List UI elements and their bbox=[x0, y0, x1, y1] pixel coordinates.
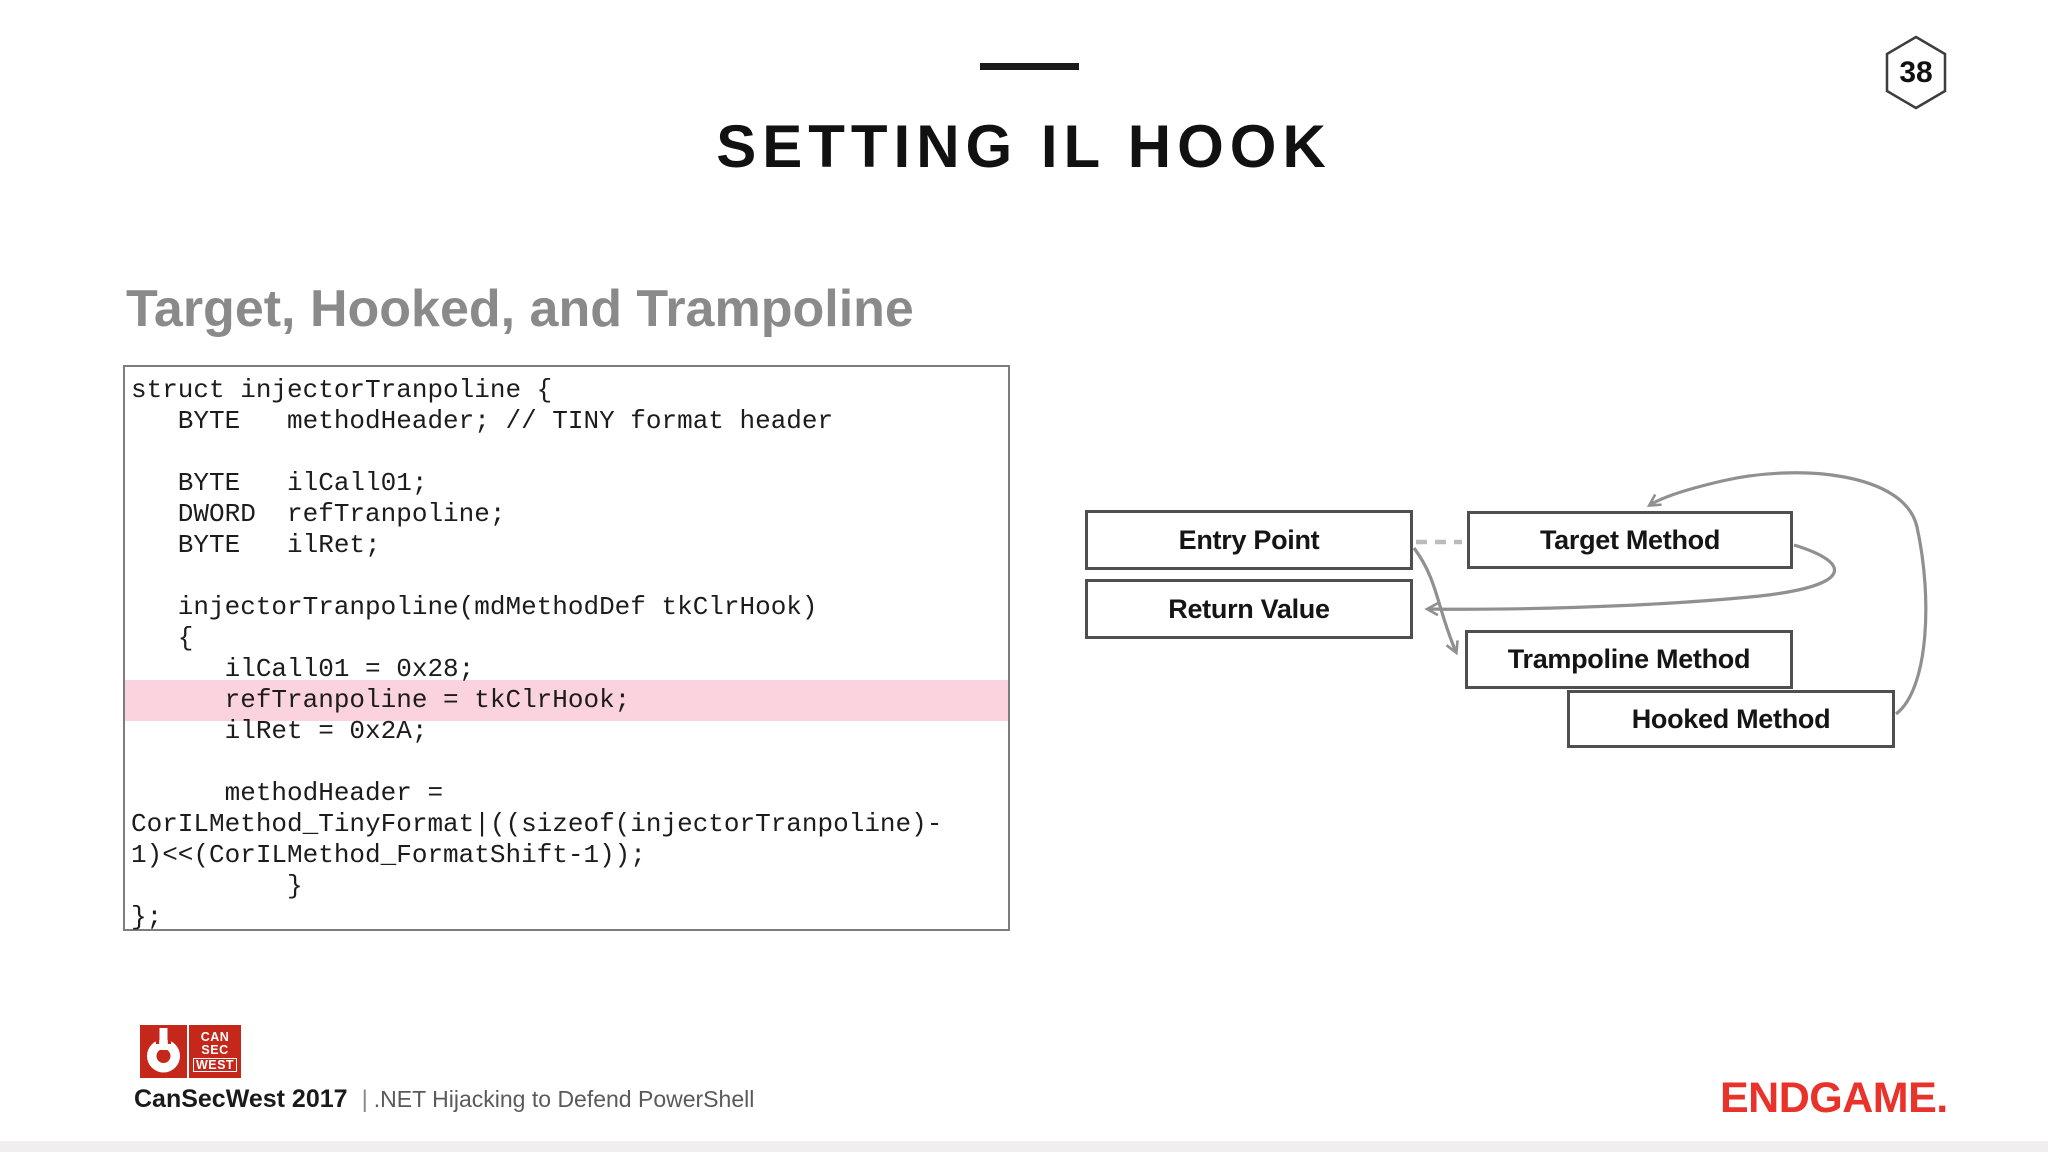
slide-title: SETTING IL HOOK bbox=[716, 113, 1332, 180]
code-line: }; bbox=[131, 902, 163, 932]
cansecwest-logo: CAN SEC WEST bbox=[140, 1025, 241, 1078]
cansecwest-logo-text: CAN SEC WEST bbox=[189, 1025, 241, 1078]
code-line: 1)<<(CorILMethod_FormatShift-1)); bbox=[131, 840, 646, 870]
code-line bbox=[125, 747, 1008, 778]
endgame-logo: ENDGAME. bbox=[1720, 1074, 1948, 1122]
logo-line-can: CAN bbox=[200, 1029, 230, 1044]
code-line bbox=[125, 561, 1008, 592]
title-accent-dash bbox=[980, 63, 1079, 70]
code-line: methodHeader = bbox=[131, 778, 444, 808]
code-line: CorILMethod_TinyFormat|((sizeof(injector… bbox=[131, 809, 943, 839]
diagram-box-return-value: Return Value bbox=[1085, 579, 1413, 639]
conference-name: CanSecWest 2017 bbox=[134, 1085, 348, 1113]
code-line: BYTE methodHeader; // TINY format header bbox=[131, 406, 834, 436]
diagram-label-hooked-method: Hooked Method bbox=[1631, 703, 1831, 734]
slide-number-badge: 38 bbox=[1884, 35, 1948, 110]
code-line: ilRet = 0x2A; bbox=[131, 716, 428, 746]
diagram-label-entry-point: Entry Point bbox=[1178, 524, 1320, 555]
arrow-entry-to-trampoline bbox=[1412, 547, 1459, 656]
code-line bbox=[125, 437, 1008, 468]
code-line: injectorTranpoline(mdMethodDef tkClrHook… bbox=[131, 592, 818, 622]
code-line: struct injectorTranpoline { bbox=[131, 375, 553, 405]
code-line: } bbox=[131, 871, 303, 901]
cansecwest-keyhole-icon bbox=[140, 1025, 187, 1078]
talk-title: .NET Hijacking to Defend PowerShell bbox=[373, 1086, 755, 1112]
slide-bottom-edge bbox=[0, 1141, 2048, 1152]
code-line-highlighted: refTranpoline = tkClrHook; bbox=[125, 685, 1008, 716]
code-line: { bbox=[131, 623, 194, 653]
diagram-box-hooked-method: Hooked Method bbox=[1567, 690, 1895, 748]
hexagon-icon bbox=[1885, 35, 1947, 110]
section-heading: Target, Hooked, and Trampoline bbox=[126, 280, 914, 338]
diagram-label-return-value: Return Value bbox=[1168, 593, 1330, 624]
code-line: BYTE ilRet; bbox=[131, 530, 381, 560]
code-line: ilCall01 = 0x28; bbox=[131, 654, 475, 684]
footer-text: CanSecWest 2017 |.NET Hijacking to Defend… bbox=[134, 1085, 754, 1114]
diagram-box-target-method: Target Method bbox=[1467, 511, 1793, 569]
diagram-box-trampoline-method: Trampoline Method bbox=[1465, 630, 1793, 689]
logo-line-sec: SEC bbox=[201, 1043, 229, 1058]
diagram-box-entry-point: Entry Point bbox=[1085, 510, 1413, 570]
code-line: DWORD refTranpoline; bbox=[131, 499, 506, 529]
diagram-label-trampoline-method: Trampoline Method bbox=[1507, 644, 1751, 674]
slide-number: 38 bbox=[1899, 55, 1933, 89]
code-line: BYTE ilCall01; bbox=[131, 468, 428, 498]
footer-separator: | bbox=[361, 1086, 368, 1113]
diagram-label-target-method: Target Method bbox=[1539, 524, 1721, 555]
code-block: struct injectorTranpoline { BYTE methodH… bbox=[123, 365, 1010, 932]
logo-line-west: WEST bbox=[192, 1057, 238, 1073]
